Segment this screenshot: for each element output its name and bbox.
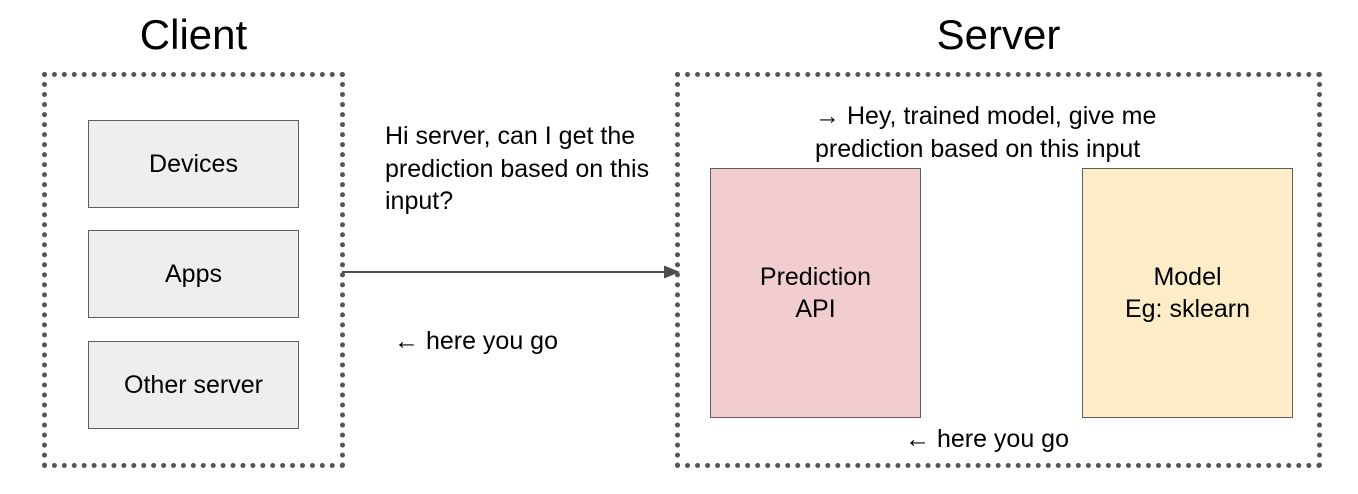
client-section-title: Client	[139, 11, 248, 58]
prediction-api-label-line2: API	[795, 295, 836, 323]
prediction-api-box[interactable]: Prediction API	[710, 168, 921, 418]
model-to-api-reply-message: ← here you go	[905, 425, 1069, 453]
model-label-line2: Eg: sklearn	[1124, 295, 1251, 323]
client-box-devices-label: Devices	[149, 149, 238, 178]
server-reply-message: ← here you go	[394, 327, 558, 355]
client-to-server-arrow	[342, 265, 680, 279]
prediction-api-label-line1: Prediction	[759, 262, 872, 291]
model-box[interactable]: Model Eg: sklearn	[1082, 168, 1293, 418]
client-box-devices[interactable]: Devices	[88, 120, 299, 208]
client-box-other-server-label: Other server	[124, 370, 263, 399]
api-to-model-request-message: → Hey, trained model, give me prediction…	[815, 102, 1157, 163]
server-zone-boundary	[675, 72, 1322, 468]
client-box-other-server[interactable]: Other server	[88, 341, 299, 429]
client-zone-boundary	[42, 72, 345, 468]
model-label-line1: Model	[1153, 262, 1222, 291]
client-box-apps[interactable]: Apps	[88, 230, 299, 318]
client-box-apps-label: Apps	[165, 259, 222, 288]
server-section-title: Server	[936, 11, 1061, 58]
client-request-message: Hi server, can I get the prediction base…	[385, 122, 650, 215]
